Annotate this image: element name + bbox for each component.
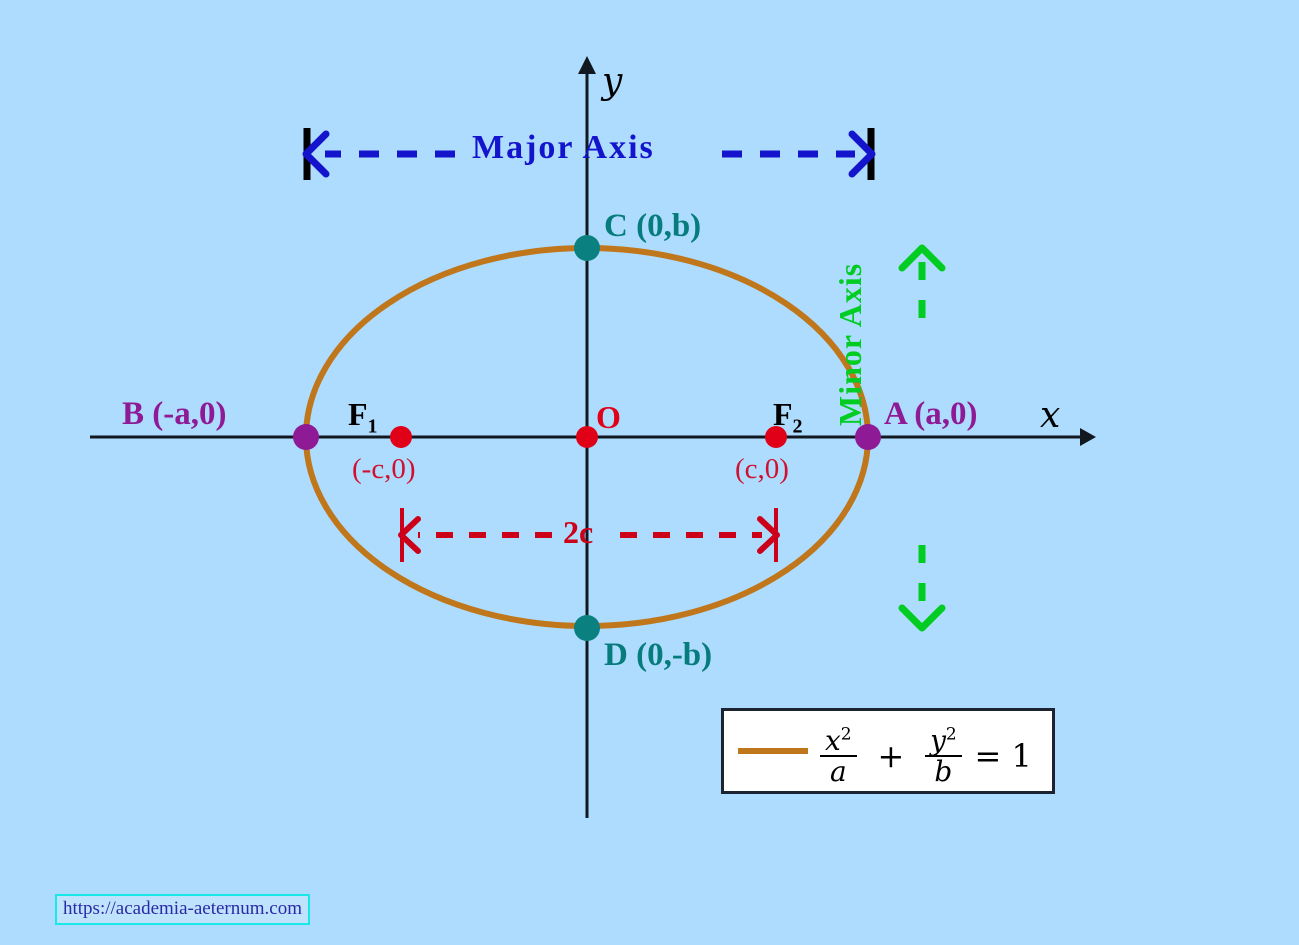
y-axis-label: y — [602, 61, 623, 102]
point-covertex-top-marker — [574, 235, 600, 261]
major-axis-measure — [302, 128, 876, 180]
origin-label: O — [596, 399, 621, 435]
focus-right-coordinates: (c,0) — [735, 453, 789, 485]
equation-plus-operator: + — [877, 737, 905, 776]
vertex-right-label: A (a,0) — [884, 396, 978, 432]
fraction-x-numerator: x2 — [820, 726, 857, 758]
focal-distance-measure — [398, 508, 780, 562]
equation-right-hand-side: = 1 — [974, 737, 1032, 776]
point-origin-marker — [576, 426, 598, 448]
fraction-y-over-b: y2 b — [925, 726, 962, 787]
major-axis-arrow-right — [848, 130, 876, 178]
covertex-top-label: C (0,b) — [604, 208, 702, 244]
focus-left-coordinates: (-c,0) — [352, 453, 416, 485]
focus-right-label: F2 — [773, 398, 803, 436]
point-vertex-left-marker — [293, 424, 319, 450]
focus-left-letter: F — [348, 396, 368, 432]
minor-axis-arrow-bottom — [898, 604, 946, 632]
covertex-bottom-label: D (0,-b) — [604, 637, 713, 673]
minor-axis-arrow-top — [898, 244, 946, 272]
focus-left-label: F1 — [348, 398, 378, 436]
minor-axis-label: Minor Axis — [832, 262, 868, 426]
x-axis-label: x — [1040, 395, 1061, 436]
minor-axis-measure — [898, 244, 946, 632]
legend-equation: x2 a + y2 b = 1 — [818, 726, 1032, 787]
legend-line-swatch — [738, 748, 808, 754]
point-focus-left-marker — [390, 426, 412, 448]
x-axis-arrowhead — [1080, 428, 1096, 446]
fraction-x-over-a: x2 a — [820, 726, 857, 787]
focal-arrow-left — [398, 516, 421, 554]
point-covertex-bottom-marker — [574, 615, 600, 641]
fraction-b-denominator: b — [934, 755, 953, 789]
focus-right-subscript: 2 — [792, 415, 803, 438]
major-axis-arrow-left — [302, 130, 330, 178]
fraction-y-numerator: y2 — [925, 726, 962, 758]
major-axis-label: Major Axis — [472, 129, 655, 166]
watermark-url: https://academia-aeternum.com — [55, 894, 310, 925]
focal-distance-label: 2c — [563, 514, 594, 550]
y-axis-arrowhead — [578, 56, 596, 74]
focus-right-letter: F — [773, 396, 793, 432]
focus-left-subscript: 1 — [367, 415, 378, 438]
point-vertex-right-marker — [855, 424, 881, 450]
focal-arrow-right — [757, 516, 780, 554]
vertex-left-label: B (-a,0) — [122, 396, 227, 432]
point-focus-right-marker — [765, 426, 787, 448]
fraction-a-denominator: a — [829, 755, 847, 789]
